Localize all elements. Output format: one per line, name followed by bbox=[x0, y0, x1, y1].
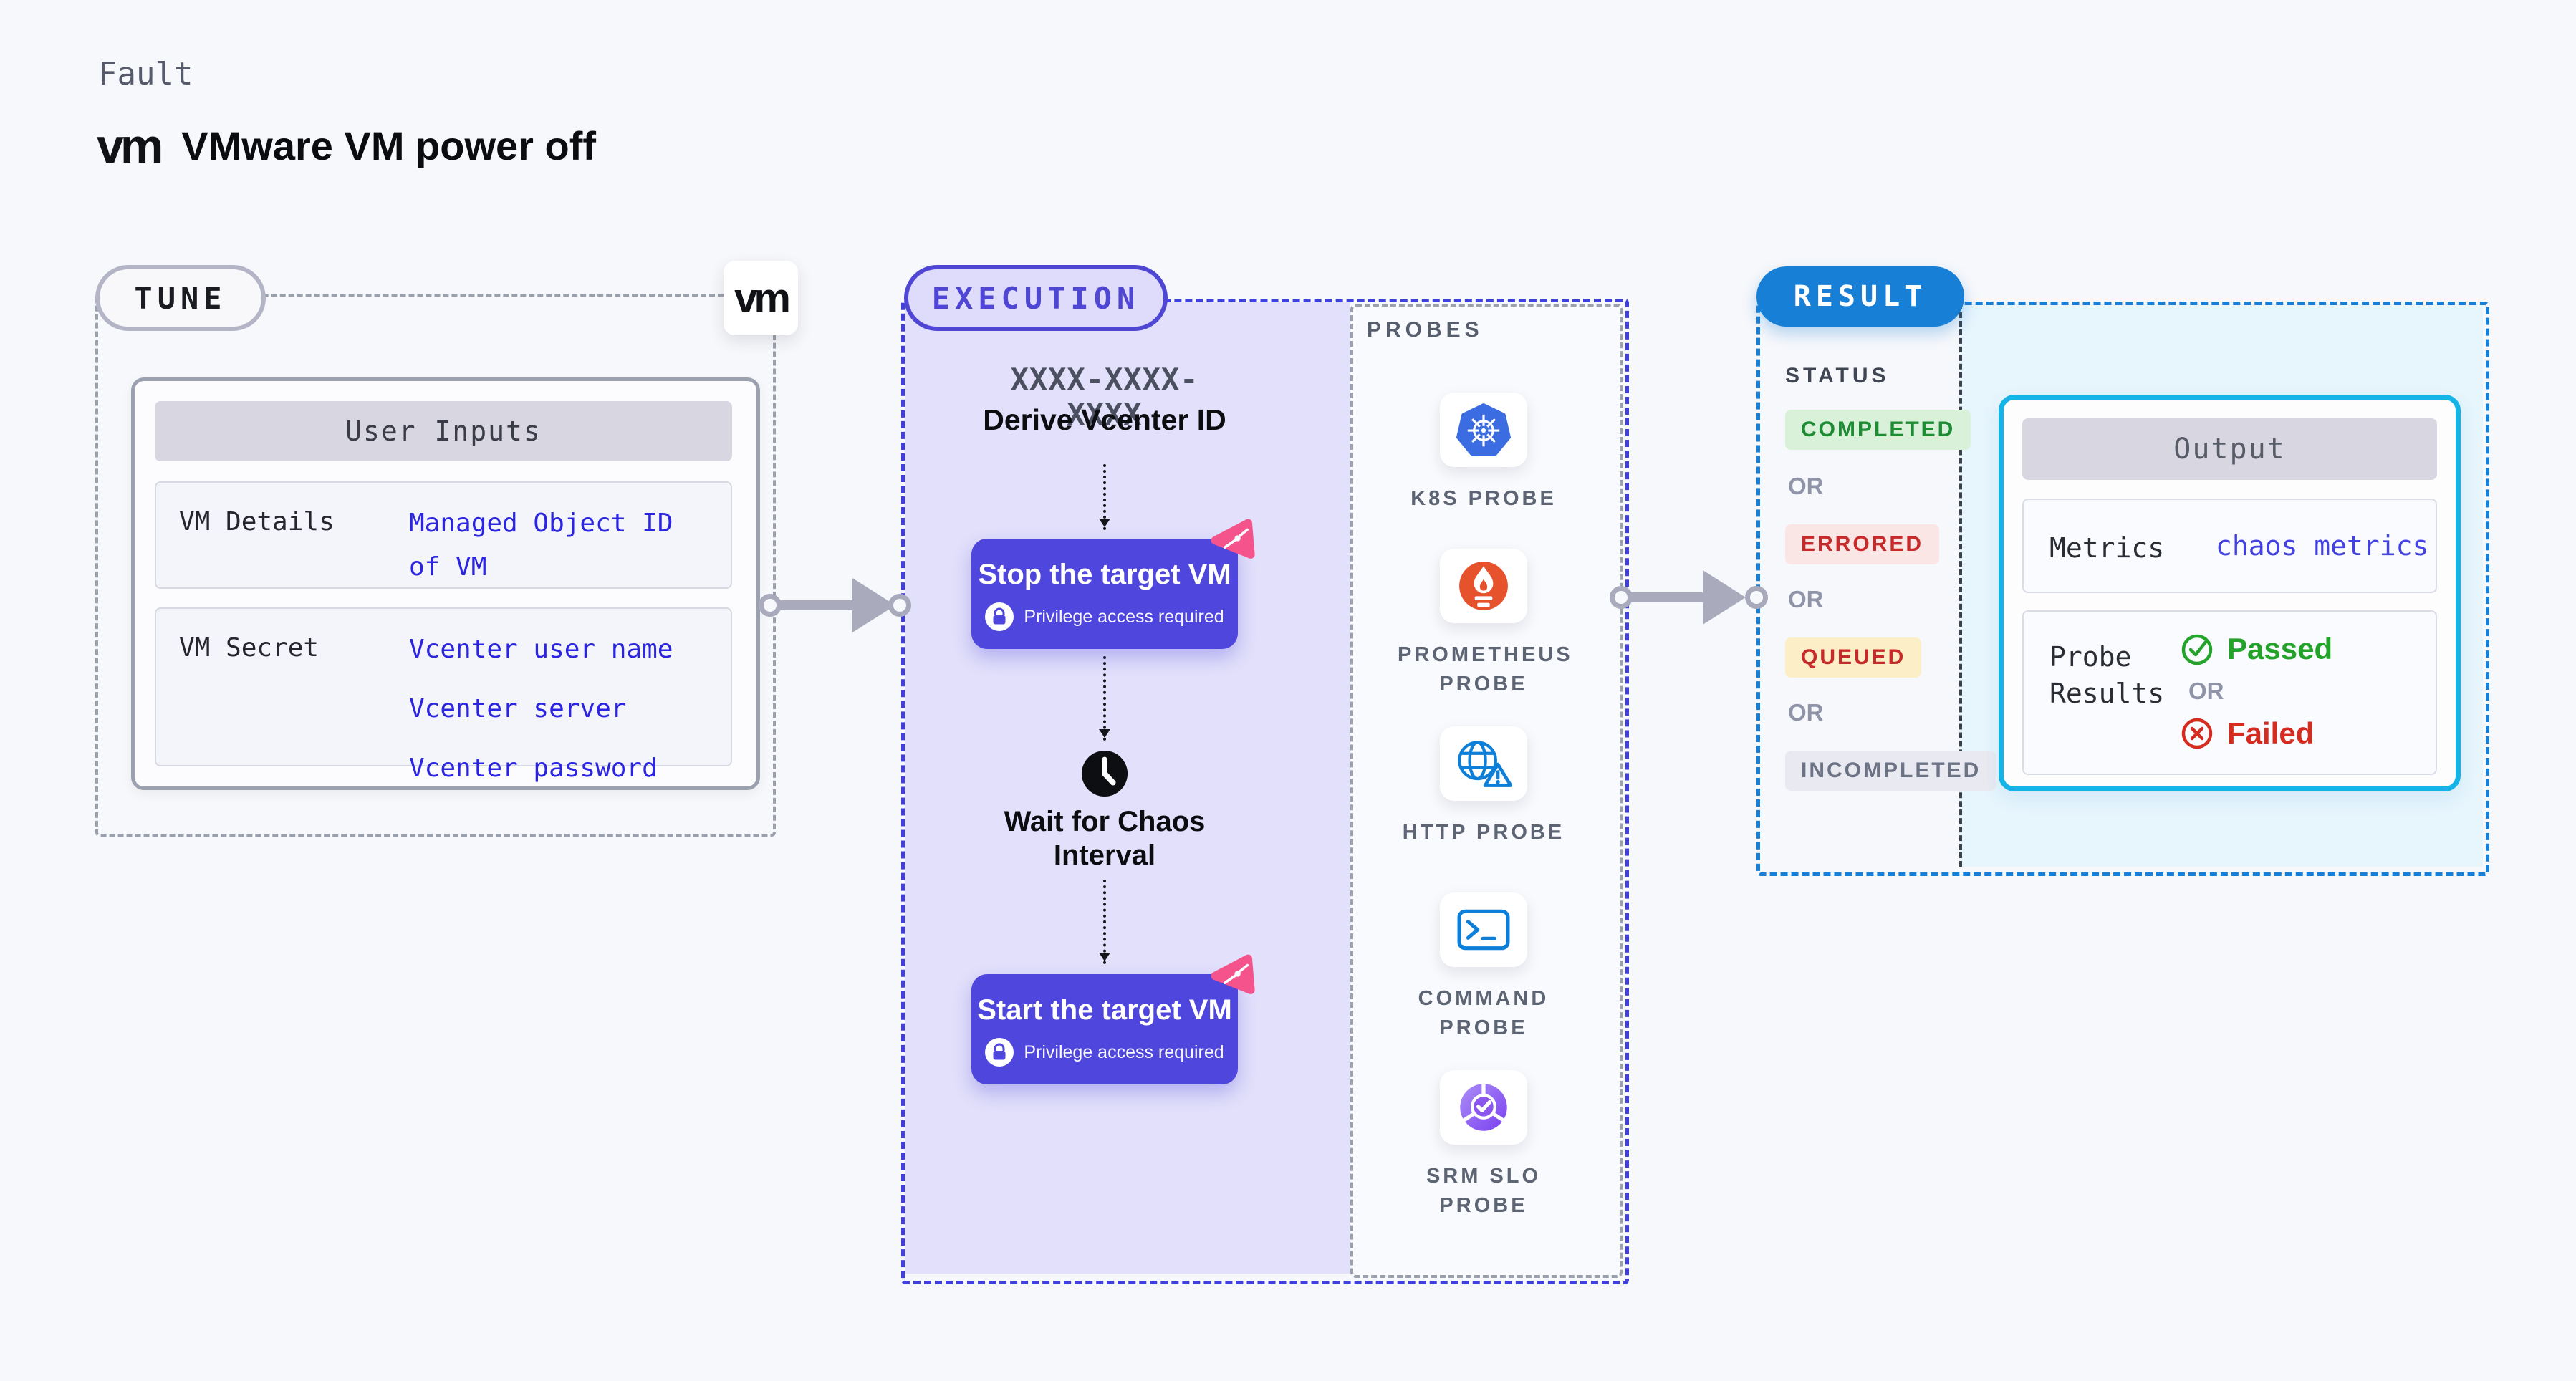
probe-label: PROMETHEUS PROBE bbox=[1398, 643, 1573, 696]
row-label: VM Secret bbox=[179, 633, 319, 663]
probe-card bbox=[1440, 726, 1527, 801]
slo-pie-check-icon bbox=[1460, 1084, 1507, 1131]
litmus-chaos-icon bbox=[1211, 519, 1255, 559]
metrics-row: Metrics chaos metrics bbox=[2022, 499, 2437, 593]
page-title: VMware VM power off bbox=[181, 123, 597, 168]
fault-kicker: Fault bbox=[98, 56, 193, 92]
probe-command: COMMAND PROBE bbox=[1350, 892, 1617, 1042]
status-badge-queued: QUEUED bbox=[1785, 637, 1922, 678]
page-header: vm VMware VM power off bbox=[97, 122, 596, 170]
flow-connector bbox=[1099, 880, 1110, 964]
lock-icon bbox=[985, 1038, 1014, 1067]
or-label: OR bbox=[1788, 586, 1824, 612]
probe-http: HTTP PROBE bbox=[1350, 726, 1617, 847]
user-inputs-header: User Inputs bbox=[155, 401, 732, 461]
or-label: OR bbox=[2188, 678, 2224, 704]
probe-k8s: K8S PROBE bbox=[1350, 393, 1617, 514]
flow-connector bbox=[1099, 464, 1110, 530]
or-label: OR bbox=[1788, 473, 1824, 499]
stop-target-vm-node[interactable]: Stop the target VM Privilege access requ… bbox=[971, 519, 1255, 649]
probe-prometheus: PROMETHEUS PROBE bbox=[1350, 549, 1617, 698]
status-badge-errored: ERRORED bbox=[1785, 524, 1940, 564]
prometheus-icon bbox=[1459, 562, 1508, 610]
tune-section-box bbox=[95, 294, 776, 837]
user-inputs-table: User Inputs VM Details Managed Object ID… bbox=[131, 377, 760, 790]
vmware-target-card: vm bbox=[724, 261, 798, 335]
vmware-logo: vm bbox=[97, 119, 163, 173]
row-values: Managed Object ID of VM bbox=[409, 509, 673, 582]
probe-card bbox=[1440, 1070, 1527, 1145]
probes-title: PROBES bbox=[1367, 318, 1484, 342]
metrics-label: Metrics bbox=[2049, 532, 2165, 564]
lock-icon bbox=[985, 602, 1014, 631]
probe-srm-slo: SRM SLO PROBE bbox=[1350, 1070, 1617, 1220]
probe-card bbox=[1440, 393, 1527, 467]
result-pill: RESULT bbox=[1756, 266, 1964, 327]
row-values: Vcenter user name Vcenter server Vcenter… bbox=[409, 635, 673, 783]
execution-section-box bbox=[901, 299, 1629, 1284]
execution-pill: EXECUTION bbox=[904, 265, 1168, 331]
terminal-icon bbox=[1457, 909, 1510, 951]
wait-clock-icon bbox=[1081, 750, 1128, 797]
output-header: Output bbox=[2022, 418, 2437, 480]
litmus-chaos-icon bbox=[1211, 954, 1255, 994]
chaos-metrics-link[interactable]: chaos metrics bbox=[2216, 530, 2429, 562]
workflow-id: XXXX-XXXX-XXXX bbox=[1010, 362, 1199, 432]
start-target-vm-node[interactable]: Start the target VM Privilege access req… bbox=[971, 954, 1255, 1084]
probe-label: COMMAND PROBE bbox=[1418, 987, 1549, 1039]
vmware-icon: vm bbox=[734, 274, 791, 322]
probe-label: SRM SLO PROBE bbox=[1426, 1165, 1542, 1217]
kubernetes-icon bbox=[1456, 403, 1511, 456]
probe-results-values: Passed OR Failed bbox=[2180, 632, 2332, 751]
node-title: Stop the target VM bbox=[978, 559, 1231, 590]
table-row-vm-details: VM Details Managed Object ID of VM bbox=[155, 481, 732, 589]
passed-result: Passed bbox=[2180, 632, 2332, 666]
or-label: OR bbox=[1788, 699, 1824, 726]
wait-for-chaos-step: Wait for Chaos Interval bbox=[1004, 806, 1206, 872]
execution-flow-panel bbox=[905, 302, 1350, 1274]
probe-card bbox=[1440, 549, 1527, 623]
tune-pill: TUNE bbox=[95, 265, 266, 331]
status-title: STATUS bbox=[1785, 364, 1890, 388]
derive-vcenter-step: Derive Vcenter ID bbox=[983, 403, 1226, 436]
failed-result: Failed bbox=[2180, 716, 2332, 751]
node-title: Start the target VM bbox=[977, 994, 1232, 1026]
probe-label: K8S PROBE bbox=[1410, 487, 1557, 510]
probe-results-label: Probe Results bbox=[2049, 641, 2165, 710]
check-circle-icon bbox=[2181, 634, 2213, 665]
table-row-vm-secret: VM Secret Vcenter user name Vcenter serv… bbox=[155, 607, 732, 783]
probe-results-row: Probe Results Passed OR Failed bbox=[2022, 610, 2437, 775]
row-label: VM Details bbox=[179, 507, 335, 536]
probe-card bbox=[1440, 892, 1527, 967]
output-card: Output Metrics chaos metrics Probe Resul… bbox=[1999, 395, 2461, 791]
privilege-note: Privilege access required bbox=[971, 1038, 1238, 1067]
privilege-note: Privilege access required bbox=[971, 602, 1238, 631]
http-globe-warning-icon bbox=[1458, 741, 1512, 787]
status-badge-completed: COMPLETED bbox=[1785, 410, 1971, 450]
flow-connector bbox=[1099, 656, 1110, 741]
probe-label: HTTP PROBE bbox=[1402, 821, 1565, 844]
status-badge-incompleted: INCOMPLETED bbox=[1785, 751, 1997, 791]
x-circle-icon bbox=[2181, 718, 2213, 749]
